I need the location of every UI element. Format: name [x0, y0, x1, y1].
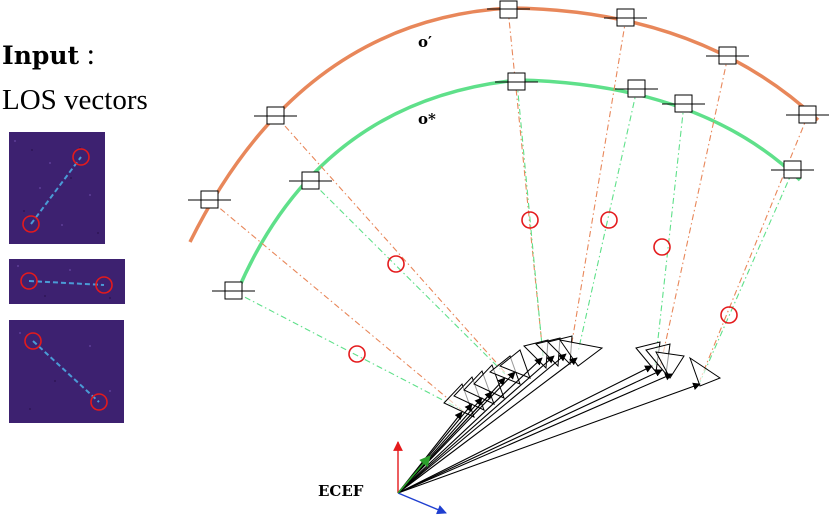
- streak-endpoint-circle: [90, 393, 108, 411]
- los-streak: [30, 156, 82, 225]
- orbit-marker: [212, 281, 255, 300]
- los-arrow: [397, 355, 555, 494]
- o-prime-label: o′: [418, 33, 432, 51]
- los-thumbnail-1: [9, 132, 105, 244]
- ecef-y-axis: [397, 492, 447, 515]
- orbit-marker: [662, 94, 705, 113]
- thumbnail-background: [9, 259, 125, 304]
- los-arrow: [397, 382, 701, 494]
- orbit-marker: [786, 105, 829, 124]
- inner-projection-lines: [232, 81, 794, 411]
- input-heading: Input :: [2, 38, 95, 72]
- los-vectors-label: LOS vectors: [2, 84, 148, 116]
- los-vector-arrows: [397, 353, 701, 494]
- los-thumbnail-3: [9, 320, 124, 423]
- streak-endpoint-circle: [20, 272, 38, 290]
- detection-circle: [348, 345, 366, 363]
- noise-texture: [17, 265, 111, 299]
- los-arrow: [397, 353, 567, 494]
- streak-endpoint-circle: [22, 215, 40, 233]
- los-arrow: [397, 373, 673, 494]
- los-arrow: [397, 357, 578, 494]
- los-thumbnail-2: [9, 259, 125, 304]
- noise-texture: [19, 332, 111, 410]
- detection-circles: [348, 211, 738, 363]
- orbit-marker: [604, 8, 647, 27]
- los-arrow: [397, 357, 543, 494]
- los-arrow: [397, 365, 653, 494]
- streak-endpoint-circle: [95, 276, 113, 294]
- ecef-x-axis: [397, 455, 431, 494]
- detection-circle: [653, 238, 671, 256]
- detection-circle: [387, 255, 405, 273]
- orbit-marker: [254, 106, 297, 125]
- detection-circle: [720, 306, 738, 324]
- streak-endpoint-circle: [24, 332, 42, 350]
- ecef-label: ECEF: [318, 482, 364, 500]
- orbit-marker: [487, 0, 530, 19]
- input-separator: :: [86, 38, 95, 71]
- o-star-label: o*: [418, 110, 436, 128]
- orbit-marker: [771, 160, 814, 179]
- camera-frustum: [689, 356, 722, 387]
- thumbnail-background: [9, 320, 124, 423]
- camera-frustum: [655, 351, 685, 379]
- detection-circle: [521, 211, 539, 229]
- los-arrow: [397, 371, 516, 494]
- los-arrow: [397, 369, 663, 494]
- camera-frustums: [443, 335, 722, 418]
- los-streak: [28, 280, 105, 286]
- streak-endpoint-circle: [72, 148, 90, 166]
- orbit-marker: [188, 190, 231, 209]
- camera-frustum: [558, 339, 604, 367]
- orbit-markers: [188, 0, 829, 300]
- los-streak: [32, 340, 100, 403]
- detection-circle: [600, 211, 618, 229]
- orbit-marker: [615, 79, 658, 98]
- orbit-marker: [289, 171, 332, 190]
- noise-texture: [14, 140, 99, 234]
- input-label: Input: [2, 41, 80, 70]
- outer-projection-lines: [209, 8, 809, 413]
- orbit-marker: [495, 72, 538, 91]
- orbit-marker: [706, 46, 749, 65]
